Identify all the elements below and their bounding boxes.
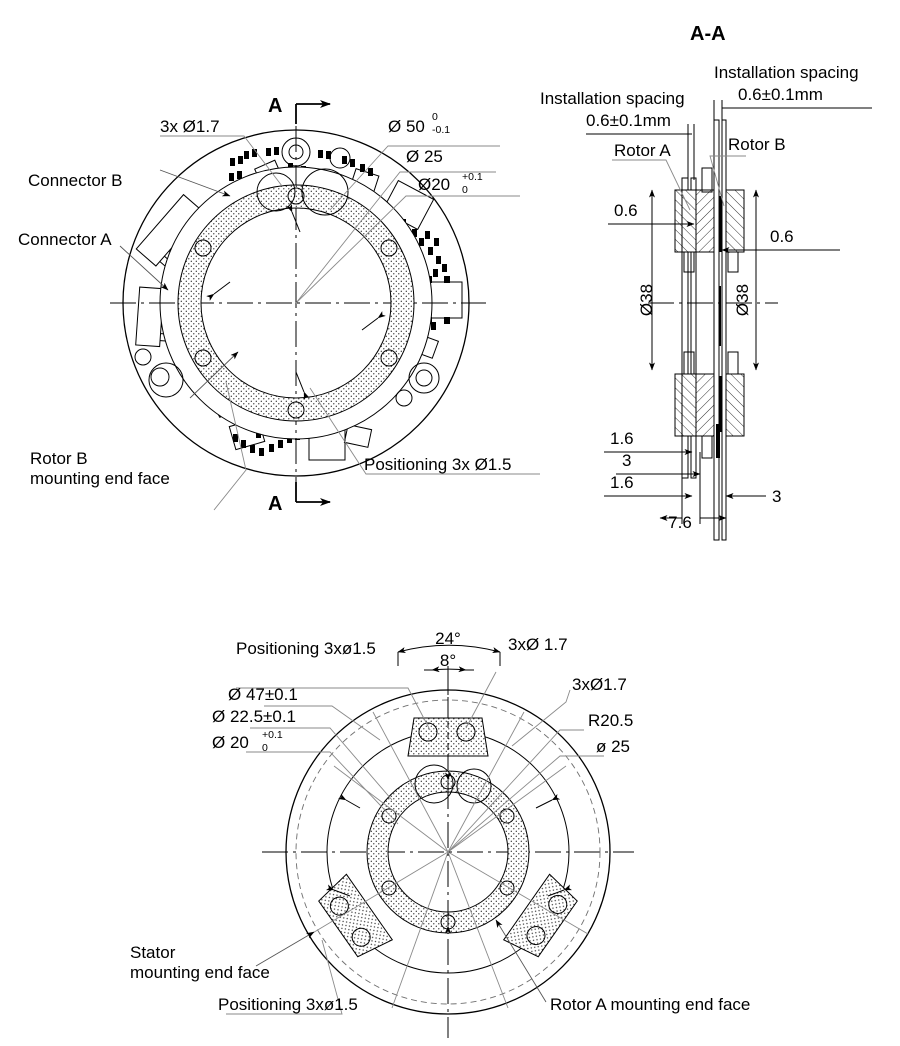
label-install-left-1: Installation spacing [540,89,685,108]
label-dia-50-tol-lower: -0.1 [432,124,450,136]
label-rotor-b: Rotor B [728,135,786,154]
label-rotor-b-end-face-2: mounting end face [30,469,170,488]
bottom-view: 24° 8° Positioning 3xø1.5 3xØ 1.7 3xØ1.7… [130,629,750,1038]
installation-spacing-right: Installation spacing 0.6±0.1mm [713,63,872,130]
pcb-mounting-holes [134,137,440,407]
pcb-outer-circle [122,129,470,477]
label-stator-end-face-2: mounting end face [130,963,270,982]
label-dia38-left: Ø38 [637,284,656,316]
installation-spacing-left: Installation spacing 0.6±0.1mm [540,89,695,180]
pcb-component-ring-inner [159,166,433,440]
dia38-left: Ø38 [637,189,656,371]
section-thickness-dims: 1.6 3 1.6 3 7.6 [604,429,781,532]
label-total-width: 7.6 [668,513,692,532]
label-dia22-5: Ø 22.5±0.1 [212,707,296,726]
label-r20-5: R20.5 [588,711,633,730]
section-view-aa: A-A [540,23,872,541]
section-letter-a-top: A [268,95,282,117]
label-bottom-dia20-tol-upper: +0.1 [262,729,283,741]
bottom-view-holes [414,764,492,804]
section-plates [674,119,745,541]
top-view-annotations: 3x Ø1.7 Connector B Connector A Rotor B … [18,111,540,511]
label-dia38-right: Ø38 [733,284,752,316]
label-bottom-dia20: Ø 20 [212,733,249,752]
label-dia-25: Ø 25 [406,147,443,166]
label-dia-20-tol-upper: +0.1 [462,171,483,183]
label-t16a: 1.6 [610,429,634,448]
label-top-positioning: Positioning 3x Ø1.5 [364,455,511,474]
label-t3a: 3 [622,451,631,470]
label-dia47: Ø 47±0.1 [228,685,298,704]
label-connector-b: Connector B [28,171,123,190]
label-bottom-dia25: ø 25 [596,737,630,756]
dia38-right: Ø38 [733,189,759,371]
label-bottom-positioning-top: Positioning 3xø1.5 [236,639,376,658]
label-dia-20: Ø20 [418,175,450,194]
label-gap-right: 0.6 [770,227,794,246]
label-connector-a: Connector A [18,230,112,249]
section-arrow-top: A [268,95,331,124]
label-dia-50: Ø 50 [388,117,425,136]
gap-dim-right: 0.6 [721,227,840,253]
section-letter-a-bottom: A [268,493,282,515]
top-view [110,126,486,500]
label-rotor-a: Rotor A [614,141,671,160]
label-t16b: 1.6 [610,473,634,492]
section-arrow-bottom: A [268,482,331,515]
label-stator-end-face-1: Stator [130,943,176,962]
label-angle-8: 8° [440,651,456,670]
bottom-view-annotations: Positioning 3xø1.5 3xØ 1.7 3xØ1.7 R20.5 … [130,635,750,1015]
label-bottom-holes-right: 3xØ1.7 [572,675,627,694]
stator-pad-lower-left [502,873,578,958]
bottom-radial-construction-lines [310,711,589,1009]
label-bottom-positioning-bottom: Positioning 3xø1.5 [218,995,358,1014]
rotor-labels: Rotor A Rotor B [612,135,786,211]
label-gap-left: 0.6 [614,201,638,220]
stator-positioning-holes [194,187,398,419]
stator-ring [177,184,415,422]
label-install-right-1: Installation spacing [714,63,859,82]
label-rotor-b-end-face-1: Rotor B [30,449,88,468]
label-bottom-holes-top: 3xØ 1.7 [508,635,568,654]
label-rotor-a-end-face: Rotor A mounting end face [550,995,750,1014]
label-angle-24: 24° [435,629,461,648]
label-bottom-dia20-tol-lower: 0 [262,742,268,754]
label-t3b: 3 [772,487,781,506]
section-title: A-A [690,23,726,45]
label-top-holes-1-7: 3x Ø1.7 [160,117,220,136]
label-dia-20-tol-lower: 0 [462,184,468,196]
angle-dims: 24° 8° [397,629,501,760]
label-install-right-2: 0.6±0.1mm [738,85,823,104]
label-dia-50-tol-upper: 0 [432,111,438,123]
label-install-left-2: 0.6±0.1mm [586,111,671,130]
